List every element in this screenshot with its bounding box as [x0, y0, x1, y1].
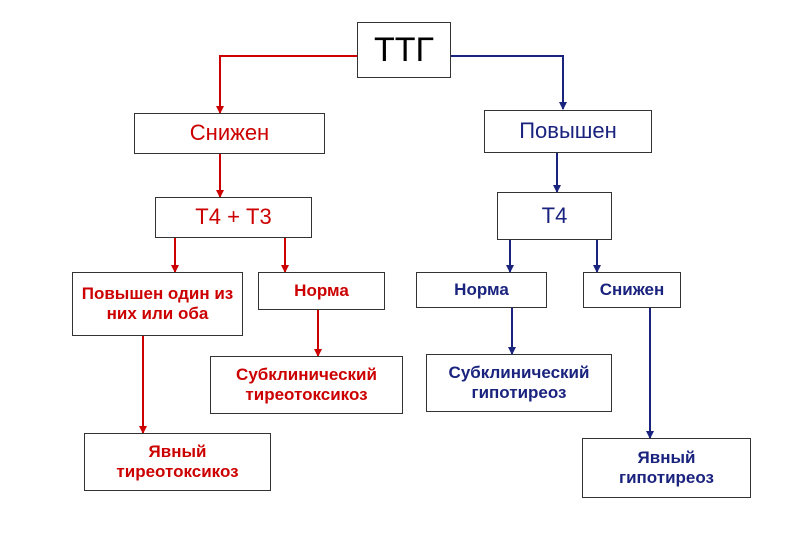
node-low-right-label: Снижен [599, 279, 665, 299]
node-ttg: ТТГ [357, 22, 451, 78]
node-subclinical-hypothyroidism: Субклинический гипотиреоз [426, 354, 612, 412]
node-ttg-label: ТТГ [374, 30, 434, 69]
node-elevated-one-or-both: Повышен один из них или оба [72, 272, 243, 336]
node-overt-hypothyroidism-label: Явный гипотиреоз [619, 447, 714, 487]
node-overt-thyrotoxicosis-label: Явный тиреотоксикоз [116, 441, 239, 481]
node-low-label: Снижен [189, 120, 270, 146]
node-t4: Т4 [497, 192, 612, 240]
edge-root-to-high [451, 55, 567, 110]
node-t4-label: Т4 [541, 202, 568, 228]
node-overt-thyrotoxicosis: Явный тиреотоксикоз [84, 433, 271, 491]
node-high: Повышен [484, 110, 652, 153]
node-normal-left-label: Норма [294, 280, 349, 300]
node-subclinical-thyrotoxicosis: Субклинический тиреотоксикоз [210, 356, 403, 414]
node-normal-left: Норма [258, 272, 385, 310]
node-t4t3: Т4 + Т3 [155, 197, 312, 238]
node-low: Снижен [134, 113, 325, 154]
node-subclinical-thyrotoxicosis-label: Субклинический тиреотоксикоз [236, 364, 377, 404]
node-overt-hypothyroidism: Явный гипотиреоз [582, 438, 751, 498]
node-elevated-label: Повышен один из них или оба [81, 283, 234, 323]
node-normal-right-label: Норма [454, 279, 509, 299]
node-high-label: Повышен [519, 118, 617, 144]
node-normal-right: Норма [416, 272, 547, 308]
node-low-right: Снижен [583, 272, 681, 308]
node-subclinical-hypothyroidism-label: Субклинический гипотиреоз [448, 362, 590, 402]
edge-root-to-low [216, 55, 357, 114]
node-t4t3-label: Т4 + Т3 [195, 204, 272, 230]
